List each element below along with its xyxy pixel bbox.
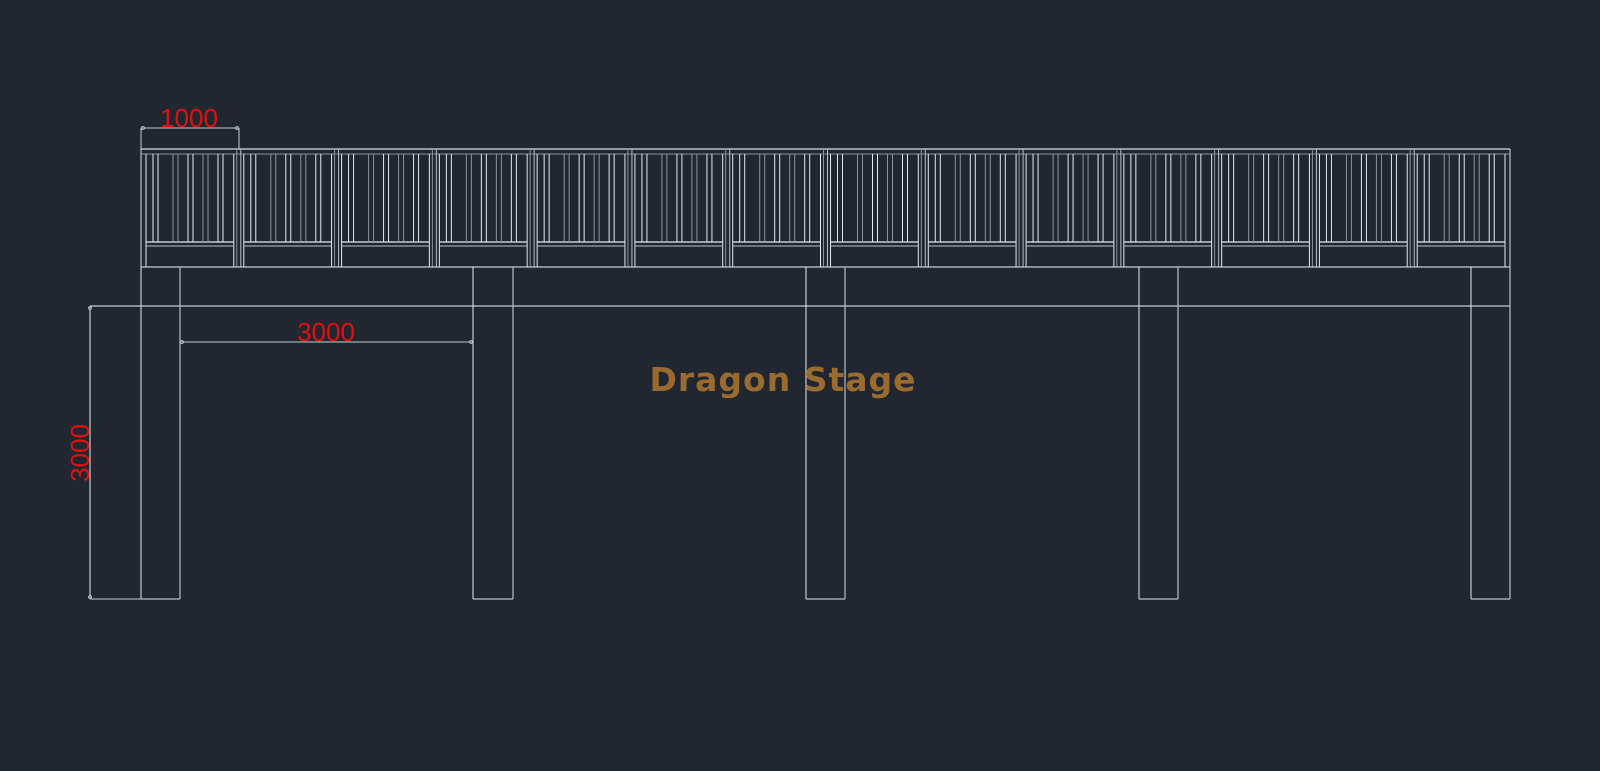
railing-panel bbox=[236, 149, 333, 267]
dimension-tick-icon bbox=[469, 340, 473, 344]
dimension-text: 1000 bbox=[160, 103, 218, 133]
dimension-panel-width[interactable]: 1000 bbox=[140, 103, 240, 149]
railing-panel bbox=[334, 149, 430, 267]
railing-panel bbox=[1018, 149, 1115, 267]
stage-leg bbox=[805, 267, 846, 600]
dimension-tick-icon bbox=[180, 340, 184, 344]
drawing-title[interactable]: Dragon Stage bbox=[649, 360, 916, 399]
railing-panel bbox=[1311, 149, 1408, 267]
stage-leg bbox=[1138, 267, 1179, 600]
railing-panel bbox=[1116, 149, 1213, 267]
dimension-tick-icon bbox=[235, 126, 239, 130]
dimension-text: 3000 bbox=[65, 424, 95, 482]
railing-panel bbox=[1409, 149, 1506, 267]
dimension-text: 3000 bbox=[297, 317, 355, 347]
railing-panel bbox=[627, 149, 724, 267]
railing-panel bbox=[920, 149, 1017, 267]
dimension-leg-spacing[interactable]: 3000 bbox=[180, 317, 473, 347]
stage-leg bbox=[1470, 267, 1511, 600]
stage-structure bbox=[90, 266, 1511, 600]
railing-panel bbox=[145, 154, 235, 267]
dimension-tick-icon bbox=[88, 595, 92, 599]
stage-leg bbox=[472, 267, 514, 600]
railing-panel bbox=[431, 149, 528, 267]
legs bbox=[140, 267, 1511, 600]
dimensions: 1000 3000 3000 bbox=[65, 103, 473, 600]
dimension-height[interactable]: 3000 bbox=[65, 306, 141, 600]
railing bbox=[140, 148, 1511, 267]
dimension-tick-icon bbox=[88, 306, 92, 310]
stage-leg bbox=[140, 267, 181, 600]
railing-panel bbox=[823, 149, 919, 267]
dimension-tick-icon bbox=[141, 126, 145, 130]
railing-panel bbox=[725, 149, 821, 267]
railing-panel bbox=[529, 149, 626, 267]
railing-panel bbox=[1214, 149, 1310, 267]
